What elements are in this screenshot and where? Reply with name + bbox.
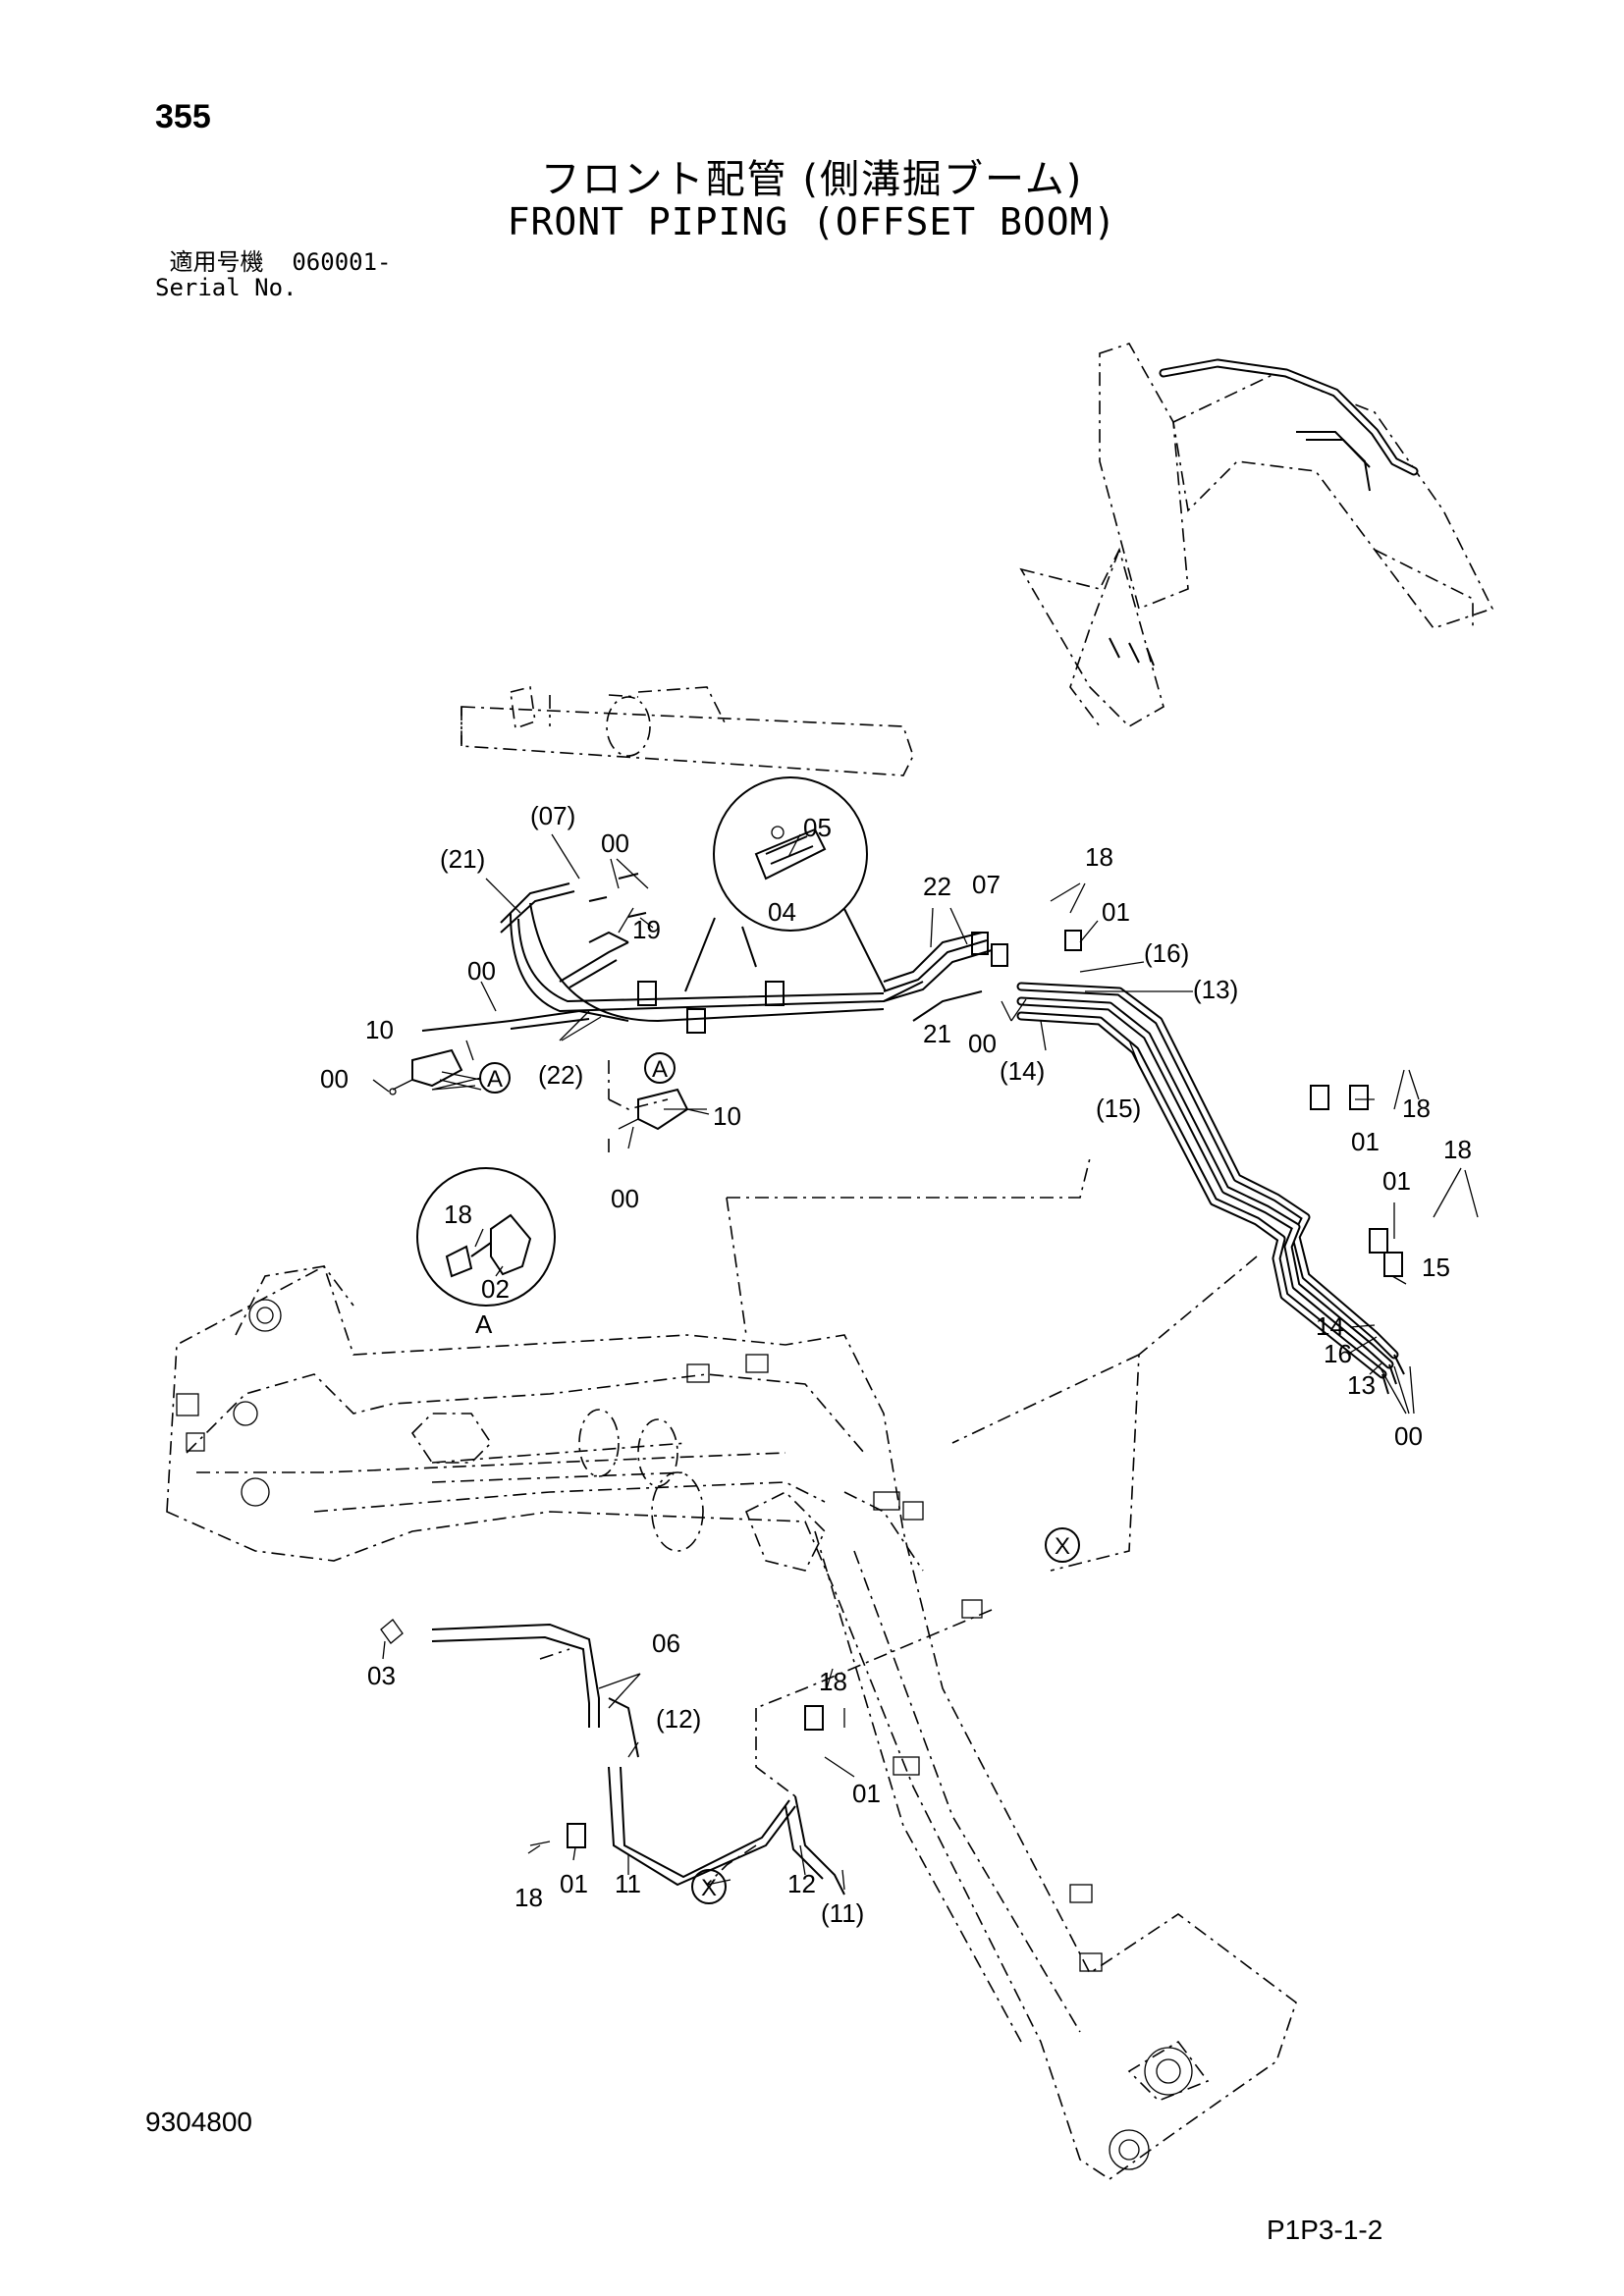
right-pipe-bundle (1016, 930, 1405, 1395)
callout-15: 15 (1422, 1253, 1450, 1282)
detail-circle-a (416, 1167, 556, 1307)
serial-label-jp: 適用号機 (169, 248, 264, 276)
clamp-left (389, 1048, 707, 1131)
offset-boom (166, 1264, 1297, 2180)
callout-02-detail: 02 (481, 1274, 510, 1304)
callout-18-right2: 18 (1443, 1135, 1472, 1164)
callout-18-right: 18 (1402, 1094, 1431, 1123)
callout-00-mid: 00 (611, 1184, 639, 1213)
callout-00-left: 00 (467, 956, 496, 986)
callout-a-left: A (487, 1066, 503, 1093)
callout-14: 14 (1316, 1311, 1344, 1341)
callout-x-mid: X (1055, 1533, 1070, 1560)
callout-21-mid: 21 (923, 1019, 951, 1048)
callout-18-low: 18 (819, 1667, 847, 1696)
upper-hose-group (421, 873, 1008, 1034)
callout-07-mid: 07 (972, 870, 1001, 899)
document-number: 9304800 (145, 2107, 253, 2137)
callout-a-mid: A (652, 1056, 668, 1083)
callout-13-paren: (13) (1193, 975, 1238, 1004)
serial-block: 適用号機 060001- Serial No. (155, 249, 392, 300)
callout-07-paren-top: (07) (530, 801, 575, 830)
callout-00-right: 00 (1394, 1421, 1423, 1451)
serial-row-jp: 適用号機 060001- (155, 248, 392, 276)
callout-14-paren: (14) (1000, 1056, 1045, 1086)
page-number: 355 (155, 98, 211, 135)
callout-x-low: X (701, 1875, 717, 1901)
callout-00-far: 00 (320, 1064, 349, 1094)
callout-01-right: 01 (1351, 1127, 1380, 1156)
serial-label-en: Serial No. (155, 274, 298, 301)
callout-06: 06 (652, 1629, 680, 1658)
callout-16: 16 (1324, 1339, 1352, 1368)
callout-01-right2: 01 (1382, 1166, 1411, 1196)
callout-15-paren: (15) (1096, 1094, 1141, 1123)
machine-inset (1019, 343, 1494, 727)
callout-05: 05 (803, 813, 832, 842)
lower-hose-group (380, 1619, 845, 1896)
callout-18-bottom: 18 (514, 1883, 543, 1912)
arm-cylinder (460, 686, 914, 776)
callout-12: 12 (787, 1869, 816, 1898)
callout-01-bottom: 01 (560, 1869, 588, 1898)
callout-11: 11 (615, 1869, 641, 1898)
callout-01-low: 01 (852, 1779, 881, 1808)
title-japanese: フロント配管 (側溝掘ブーム) (540, 157, 1084, 202)
callout-21-paren-top: (21) (440, 844, 485, 874)
callout-22-paren: (22) (538, 1060, 583, 1090)
callout-18-detail: 18 (444, 1200, 472, 1229)
callout-10-mid: 10 (713, 1101, 741, 1131)
callout-00-top: 00 (601, 828, 629, 858)
callout-00-pair: 00 (968, 1029, 997, 1058)
detail-circle-clip (684, 776, 887, 992)
callout-11-paren: (11) (821, 1898, 864, 1928)
title-english: FRONT PIPING (OFFSET BOOM) (507, 200, 1117, 243)
callout-labels: (07) (21) 00 19 05 04 22 07 18 01 (16) (… (320, 801, 1472, 1928)
callout-04: 04 (768, 897, 796, 927)
callout-22-mid: 22 (923, 872, 951, 901)
callout-10-left: 10 (365, 1015, 394, 1044)
connector-lines (539, 1060, 1258, 1886)
serial-value: 060001- (292, 248, 392, 276)
callout-03: 03 (367, 1661, 396, 1690)
callout-19: 19 (632, 915, 661, 944)
leader-lines (372, 833, 1479, 1891)
callout-12-paren: (12) (656, 1704, 701, 1734)
callout-18-top: 18 (1085, 842, 1113, 872)
callout-16-paren: (16) (1144, 938, 1189, 968)
callout-13: 13 (1347, 1370, 1376, 1400)
page-code: P1P3-1-2 (1267, 2215, 1383, 2245)
callout-01-top: 01 (1102, 897, 1130, 927)
callout-a-detail: A (475, 1309, 493, 1339)
